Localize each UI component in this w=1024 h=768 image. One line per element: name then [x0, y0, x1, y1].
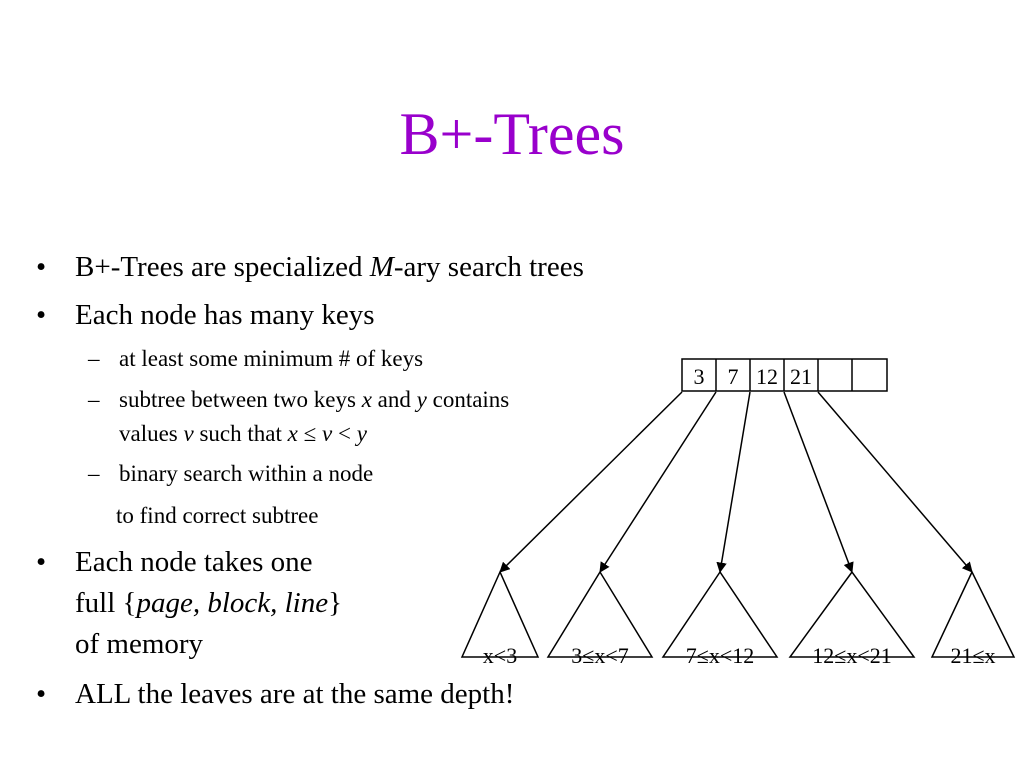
child-pointers	[499, 391, 973, 574]
subbullet-minimum-keys: at least some minimum # of keys	[119, 346, 424, 371]
child-pointer-arrow	[817, 391, 973, 573]
child-pointer-arrow	[499, 391, 683, 573]
node-key: 7	[728, 364, 739, 389]
node-key: 21	[790, 364, 812, 389]
node-key: 3	[694, 364, 705, 389]
subtree-triangle	[661, 570, 779, 658]
dash-marker: –	[88, 461, 100, 486]
dash-marker: –	[88, 346, 100, 371]
subbullet-subtree-line2: values v such that x ≤ v < y	[119, 421, 367, 446]
bullet-many-keys: Each node has many keys	[75, 299, 375, 331]
subtree-triangle	[930, 570, 1016, 658]
subtree-triangle	[546, 570, 654, 658]
bullet-marker: •	[36, 299, 47, 331]
subtree-range-label: 3≤x<7	[571, 643, 628, 668]
node-key: 12	[756, 364, 778, 389]
child-pointer-arrow	[783, 391, 854, 573]
slide-title: B+-Trees	[399, 101, 625, 167]
subtree-range-label: x<3	[483, 643, 517, 668]
bullet-marker: •	[36, 678, 47, 710]
bullet-mary-search-trees: B+-Trees are specialized M-ary search tr…	[75, 251, 584, 283]
bullet-node-memory-line3: of memory	[75, 628, 204, 660]
subbullet-binary-search: binary search within a node	[119, 461, 374, 486]
bullet-marker: •	[36, 546, 47, 578]
subtree-triangle	[460, 570, 540, 658]
bullet-marker: •	[36, 251, 47, 283]
subtree-range-label: 21≤x	[950, 643, 995, 668]
subbullet-subtree-line1: subtree between two keys x and y contain…	[119, 387, 510, 412]
subtree-range-label: 12≤x<21	[812, 643, 891, 668]
subbullet-find-subtree: to find correct subtree	[116, 503, 319, 528]
subtree-triangle	[788, 570, 916, 658]
bullet-same-depth: ALL the leaves are at the same depth!	[75, 678, 515, 710]
subtrees: x<3 3≤x<7 7≤x<12 12≤x<21 21≤x	[460, 570, 1016, 668]
bullet-node-memory-line2: full {page, block, line}	[75, 587, 343, 619]
child-pointer-arrow	[716, 391, 751, 574]
subtree-range-label: 7≤x<12	[686, 643, 754, 668]
bullet-node-memory-line1: Each node takes one	[75, 546, 313, 578]
dash-marker: –	[88, 387, 100, 412]
child-pointer-arrow	[599, 391, 717, 573]
